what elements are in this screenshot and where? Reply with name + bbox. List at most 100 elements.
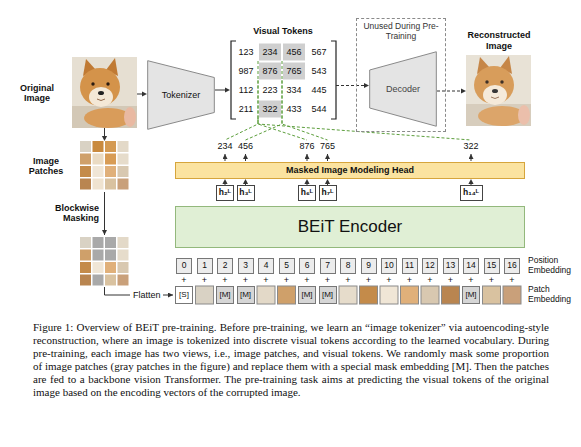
dog-photo — [72, 57, 137, 128]
arrow-head — [325, 179, 330, 184]
image-patch — [80, 154, 91, 165]
image-patch — [483, 286, 501, 304]
encoder-box: BEiT Encoder — [175, 206, 525, 248]
plus-sign: + — [284, 275, 289, 285]
plus-sign: + — [243, 275, 248, 285]
plus-sign: + — [181, 275, 186, 285]
patch-grid: Image Patches — [80, 141, 129, 190]
position-box: 10 — [381, 258, 397, 274]
plus-sign: + — [222, 275, 227, 285]
connector-arrow — [437, 88, 466, 93]
step-label: Blockwise Masking — [42, 203, 99, 224]
token-id: 987 — [238, 66, 253, 76]
image-patch — [442, 286, 460, 304]
image-patch — [118, 166, 129, 177]
position-box: 16 — [504, 258, 520, 274]
image-patch — [257, 286, 275, 304]
image-patch — [93, 237, 104, 248]
position-index: 12 — [425, 261, 434, 271]
token-id: 445 — [311, 85, 326, 95]
image-patch — [118, 275, 129, 286]
head-band: Masked Image Modeling Head — [175, 162, 525, 179]
step-label: Flatten — [133, 290, 161, 300]
arrow-head — [468, 179, 473, 184]
arrow-head — [142, 91, 147, 96]
predicted-token: 456 — [238, 141, 253, 151]
unused-region: Unused During Pre-TrainingDecoder — [356, 18, 446, 132]
predicted-token: 765 — [320, 141, 335, 151]
position-index: 4 — [264, 261, 269, 271]
token-id: 456 — [286, 47, 301, 57]
token-name: [M] — [322, 290, 333, 299]
token-id: 234 — [262, 47, 277, 57]
token-box: [M] — [319, 286, 337, 304]
plus-sign: + — [263, 275, 268, 285]
arrow-head — [461, 88, 466, 93]
image-patch — [80, 250, 91, 261]
predicted-token: 234 — [217, 141, 232, 151]
token-box: [M] — [298, 286, 316, 304]
image-patch — [118, 237, 129, 248]
region-note: Unused During Pre-Training — [361, 22, 441, 42]
token-box: [M] — [462, 286, 480, 304]
position-index: 9 — [366, 261, 371, 271]
arrow-head — [243, 179, 248, 184]
image-patch — [196, 286, 214, 304]
token-name: [M] — [465, 290, 476, 299]
token-name: [M] — [219, 290, 230, 299]
patch-grid-picture — [80, 237, 129, 286]
arrow-head — [304, 179, 309, 184]
token-id: 765 — [286, 66, 301, 76]
connector-arrow — [137, 91, 147, 96]
image-patch — [93, 166, 104, 177]
image-patch — [93, 141, 104, 152]
token-id: 876 — [262, 66, 277, 76]
patch-row-pictures — [196, 286, 522, 304]
image-patch — [93, 179, 104, 190]
hidden-vector: h₃ᴸ — [237, 185, 255, 201]
plus-sign: + — [448, 275, 453, 285]
vector-name: h₆ᴸ — [301, 188, 313, 198]
plus-sign: + — [345, 275, 350, 285]
token-box: [M] — [237, 286, 255, 304]
image-patch — [118, 141, 129, 152]
token-id: 334 — [286, 85, 301, 95]
token-box: [S] — [175, 286, 193, 304]
position-box: 8 — [340, 258, 356, 274]
token-id: 544 — [311, 104, 326, 114]
image-patch — [93, 154, 104, 165]
block-name: BEiT Encoder — [298, 217, 403, 237]
position-index: 5 — [284, 261, 289, 271]
token-id: 322 — [262, 104, 277, 114]
hidden-vector: h₇ᴸ — [319, 185, 337, 201]
position-box: 4 — [258, 258, 274, 274]
token-name: [M] — [240, 290, 251, 299]
photo-frame: Original Image — [72, 57, 137, 128]
image-patch — [93, 262, 104, 273]
plus-sign: + — [468, 275, 473, 285]
plus-sign: + — [386, 275, 391, 285]
trapezoid-outline — [370, 52, 437, 126]
hidden-vector: h₁₄ᴸ — [460, 185, 483, 201]
connector-line — [215, 90, 226, 91]
position-box: 3 — [238, 258, 254, 274]
connector-arrow — [102, 128, 107, 141]
position-box: 15 — [484, 258, 500, 274]
image-title: Original Image — [8, 82, 66, 103]
image-patch — [118, 262, 129, 273]
image-patch — [360, 286, 378, 304]
image-patch — [105, 275, 116, 286]
token-id: 223 — [262, 85, 277, 95]
plus-sign: + — [407, 275, 412, 285]
token-id: 112 — [239, 85, 253, 95]
arrow-head — [222, 179, 227, 184]
token-box: [M] — [216, 286, 234, 304]
arrow-head — [102, 136, 107, 141]
connector-line — [104, 128, 105, 137]
position-index: 8 — [346, 261, 351, 271]
position-box: 11 — [402, 258, 418, 274]
position-index: 13 — [446, 261, 455, 271]
vector-name: h₁₄ᴸ — [463, 188, 479, 198]
token-id: 211 — [239, 104, 253, 114]
position-box: 6 — [299, 258, 315, 274]
